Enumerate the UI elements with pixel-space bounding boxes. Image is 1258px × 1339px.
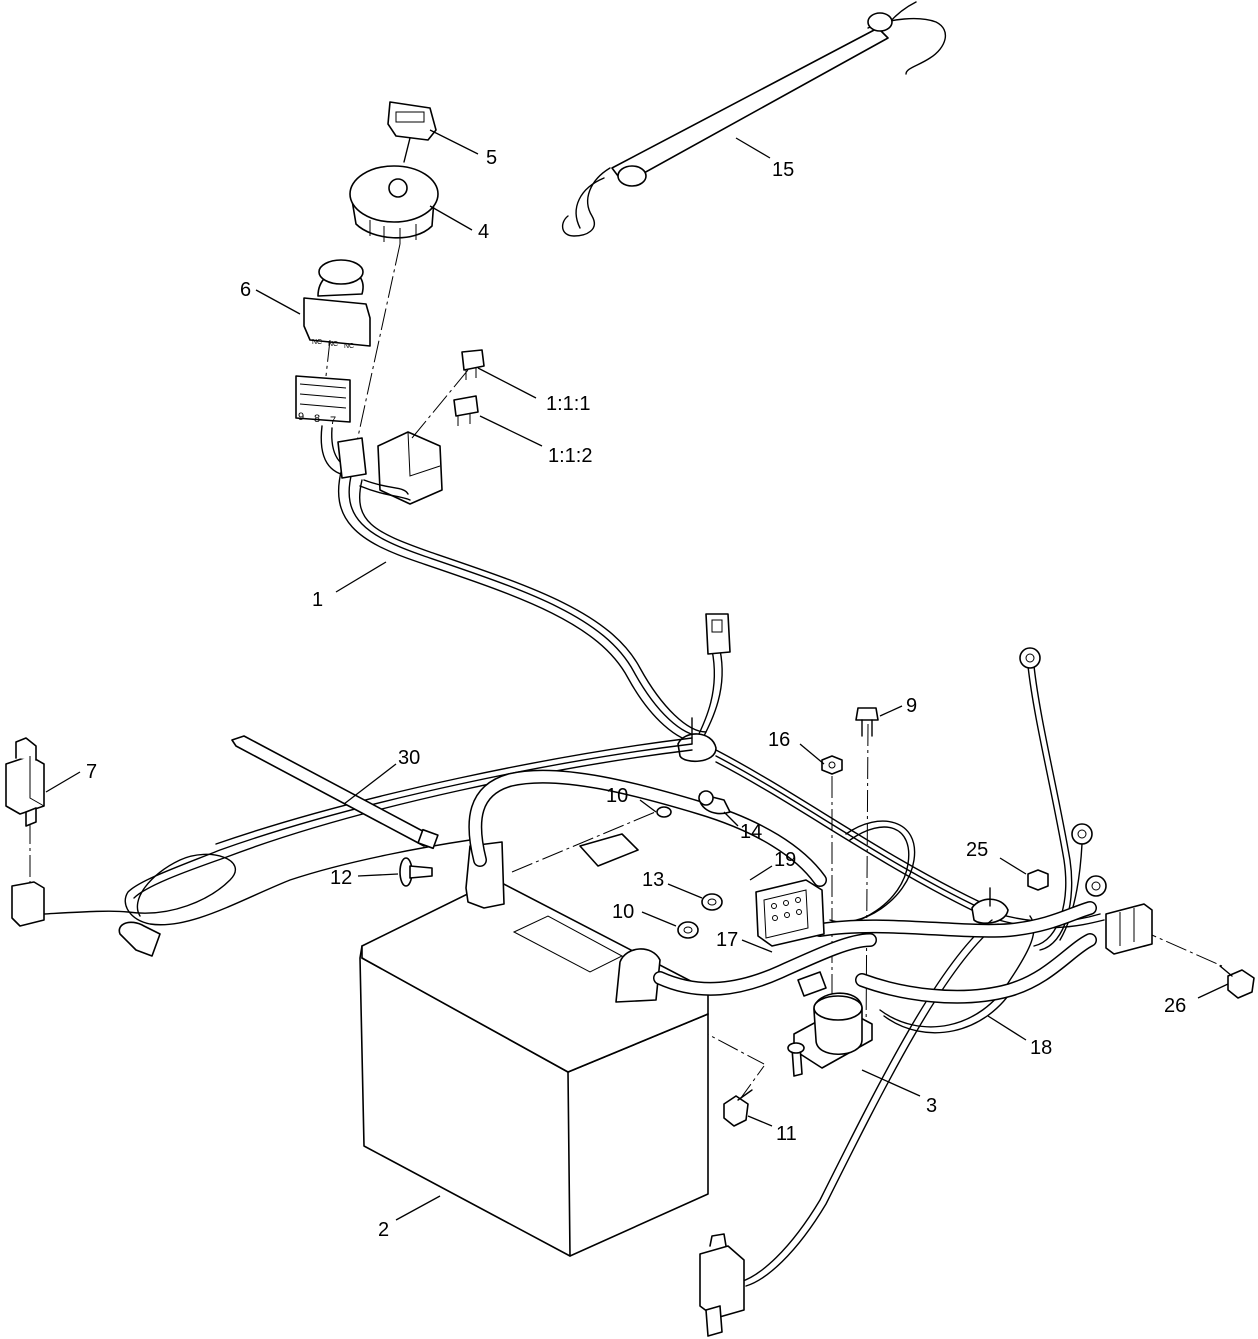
callout-26: 26 [1164,995,1186,1017]
callout-1-1-1: 1:1:1 [546,393,590,415]
callout-10-lower: 10 [612,901,634,923]
callout-1: 1 [312,589,323,611]
callout-16: 16 [768,729,790,751]
pto-pin-9: 9 [298,411,304,423]
callout-leaders [45,129,1229,1221]
ignition-key-part-5 [387,101,437,163]
seat-switch-connector [699,1233,745,1337]
main-wiring-harness-part-1 [11,425,1153,1287]
battery-strap-part-15 [561,1,947,237]
pto-nc-label-3: NC [344,343,354,350]
callout-18: 18 [1030,1037,1052,1059]
callout-10-upper: 10 [606,785,628,807]
callout-25: 25 [966,839,988,861]
callout-19: 19 [774,849,796,871]
pto-nc-label-1: NC [312,339,322,346]
callout-labels: 5 4 6 15 1:1:1 1:1:2 1 7 30 9 16 10 14 1… [86,147,1186,1241]
callout-3: 3 [926,1095,937,1117]
pto-pin-8: 8 [314,413,320,425]
pto-switch-part-6: NC NC NC 9 8 7 [295,259,371,427]
cable-connector-part-19 [755,879,825,947]
pto-nc-label-2: NC [328,341,338,348]
callout-12: 12 [330,867,352,889]
callout-15: 15 [772,159,794,181]
relay-part-7 [5,737,45,827]
cable-tie-part-30 [231,735,439,850]
ignition-switch-part-4 [349,165,439,244]
callout-17: 17 [716,929,738,951]
callout-6: 6 [240,279,251,301]
fuses-and-fuse-holder [377,349,485,505]
callout-9: 9 [906,695,917,717]
callout-14: 14 [740,821,762,843]
callout-30: 30 [398,747,420,769]
hardware-fasteners [399,707,1255,1127]
callout-11: 11 [776,1123,797,1145]
pto-pin-7: 7 [330,415,336,427]
starter-solenoid-part-3 [787,971,873,1077]
callout-1-1-2: 1:1:2 [548,445,592,467]
callout-5: 5 [486,147,497,169]
callout-7: 7 [86,761,97,783]
callout-4: 4 [478,221,489,243]
battery-part-2 [359,769,1097,1257]
callout-2: 2 [378,1219,389,1241]
callout-13: 13 [642,869,664,891]
